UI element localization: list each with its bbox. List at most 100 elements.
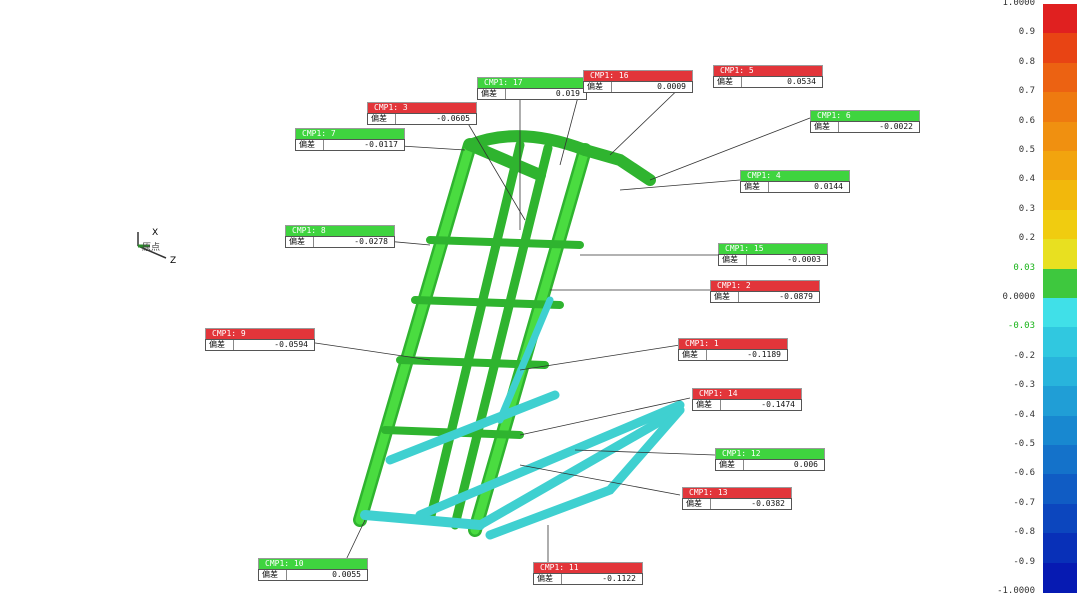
- scale-segment: [1043, 4, 1077, 35]
- scale-segment: [1043, 386, 1077, 417]
- callout-title: CMP1: 10: [258, 558, 368, 569]
- scale-tick-label: -0.8: [1013, 527, 1035, 538]
- deviation-label: 偏差: [286, 237, 314, 247]
- axis-triad: X Z 原点: [130, 228, 190, 268]
- callout-cmp1-13[interactable]: CMP1: 13 偏差 -0.0382: [682, 487, 792, 510]
- scale-tick-label: 0.4: [1018, 174, 1035, 185]
- callout-cmp1-3[interactable]: CMP1: 3 偏差 -0.0605: [367, 102, 477, 125]
- origin-label: 原点: [142, 243, 161, 253]
- scale-segment: [1043, 445, 1077, 476]
- scale-segment: [1043, 92, 1077, 123]
- callout-title: CMP1: 16: [583, 70, 693, 81]
- deviation-value: 0.006: [793, 460, 818, 469]
- scale-segment: [1043, 415, 1077, 446]
- callout-cmp1-15[interactable]: CMP1: 15 偏差 -0.0003: [718, 243, 828, 266]
- callout-cmp1-12[interactable]: CMP1: 12 偏差 0.006: [715, 448, 825, 471]
- axis-z-label: Z: [170, 256, 177, 266]
- deviation-label: 偏差: [584, 82, 612, 92]
- callout-cmp1-10[interactable]: CMP1: 10 偏差 0.0055: [258, 558, 368, 581]
- deviation-label: 偏差: [741, 182, 769, 192]
- frame-tubes: [353, 130, 685, 540]
- scale-segment: [1043, 356, 1077, 388]
- scale-tick-label: 0.9: [1018, 27, 1035, 38]
- scale-tick-label: 0.6: [1018, 115, 1035, 126]
- deviation-label: 偏差: [716, 460, 744, 470]
- scale-tick-label: -1.0000: [997, 586, 1035, 596]
- scale-tick-label: 0.0000: [1002, 292, 1035, 302]
- deviation-value: 0.0055: [332, 570, 361, 579]
- scale-segment: [1043, 33, 1077, 64]
- scale-segment: [1043, 562, 1077, 593]
- deviation-label: 偏差: [719, 255, 747, 265]
- callout-title: CMP1: 11: [533, 562, 643, 573]
- deviation-label: 偏差: [296, 140, 324, 150]
- callout-title: CMP1: 3: [367, 102, 477, 113]
- scale-segment: [1043, 268, 1077, 299]
- deviation-value: 0.0144: [814, 182, 843, 191]
- callout-cmp1-2[interactable]: CMP1: 2 偏差-0.0879: [710, 280, 820, 303]
- deviation-label: 偏差: [368, 114, 396, 124]
- callout-title: CMP1: 9: [205, 328, 315, 339]
- deviation-value: 0.0009: [657, 82, 686, 91]
- scale-tick-label: -0.3: [1013, 380, 1035, 391]
- deviation-label: 偏差: [534, 574, 562, 584]
- axis-x-label: X: [152, 228, 159, 238]
- callout-title: CMP1: 15: [718, 243, 828, 254]
- scale-tick-label: -0.6: [1013, 468, 1035, 479]
- callout-title: CMP1: 14: [692, 388, 802, 399]
- callout-cmp1-11[interactable]: CMP1: 11 偏差 -0.1122: [533, 562, 643, 585]
- deviation-value: -0.0382: [751, 499, 785, 508]
- scale-tick-label: -0.7: [1013, 497, 1035, 508]
- deviation-label: 偏差: [683, 499, 711, 509]
- callout-title: CMP1: 1: [678, 338, 788, 349]
- callout-cmp1-16[interactable]: CMP1: 16 偏差 0.0009: [583, 70, 693, 93]
- scale-tick-label: 0.03: [1013, 262, 1035, 273]
- deviation-label: 偏差: [714, 77, 742, 87]
- scale-segment: [1043, 327, 1077, 358]
- scale-tick-label: -0.03: [1007, 321, 1035, 332]
- scale-segment: [1043, 474, 1077, 505]
- deviation-label: 偏差: [711, 292, 739, 302]
- callout-title: CMP1: 8: [285, 225, 395, 236]
- callout-cmp1-4[interactable]: CMP1: 4 偏差 0.0144: [740, 170, 850, 193]
- scale-segment: [1043, 533, 1077, 564]
- callout-cmp1-8[interactable]: CMP1: 8 偏差 -0.0278: [285, 225, 395, 248]
- deviation-value: -0.1122: [602, 574, 636, 583]
- scale-tick-label: 0.7: [1018, 86, 1035, 97]
- callout-title: CMP1: 12: [715, 448, 825, 459]
- scale-segment: [1043, 209, 1077, 241]
- scale-tick-label: 0.8: [1018, 56, 1035, 67]
- scale-tick-label: 0.5: [1018, 145, 1035, 155]
- deviation-value: -0.1474: [761, 400, 795, 409]
- callout-cmp1-5[interactable]: CMP1: 5 偏差 0.0534: [713, 65, 823, 88]
- callout-cmp1-9[interactable]: CMP1: 9 偏差-0.0594: [205, 328, 315, 351]
- deviation-value: -0.1189: [747, 350, 781, 359]
- scale-tick-label: 0.2: [1018, 233, 1035, 244]
- scale-segment: [1043, 503, 1077, 535]
- callout-title: CMP1: 17: [477, 77, 587, 88]
- callout-title: CMP1: 13: [682, 487, 792, 498]
- deviation-value: -0.0003: [787, 255, 821, 264]
- deviation-value: -0.0605: [436, 114, 470, 123]
- scale-segment: [1043, 239, 1077, 270]
- callout-cmp1-6[interactable]: CMP1: 6 偏差-0.0022: [810, 110, 920, 133]
- callout-cmp1-7[interactable]: CMP1: 7 偏差-0.0117: [295, 128, 405, 151]
- callout-cmp1-1[interactable]: CMP1: 1 偏差-0.1189: [678, 338, 788, 361]
- callout-title: CMP1: 5: [713, 65, 823, 76]
- deviation-value: 0.019: [555, 89, 580, 98]
- deviation-label: 偏差: [693, 400, 721, 410]
- deviation-value: -0.0278: [354, 237, 388, 246]
- scale-tick-label: -0.4: [1013, 409, 1035, 420]
- scale-tick-label: -0.5: [1013, 439, 1035, 449]
- scale-segment: [1043, 298, 1077, 329]
- callout-title: CMP1: 7: [295, 128, 405, 139]
- scale-segment: [1043, 121, 1077, 152]
- deviation-value: 0.0534: [787, 77, 816, 86]
- scale-tick-label: -0.2: [1013, 350, 1035, 361]
- deviation-label: 偏差: [259, 570, 287, 580]
- callout-title: CMP1: 4: [740, 170, 850, 181]
- callout-cmp1-14[interactable]: CMP1: 14 偏差 -0.1474: [692, 388, 802, 411]
